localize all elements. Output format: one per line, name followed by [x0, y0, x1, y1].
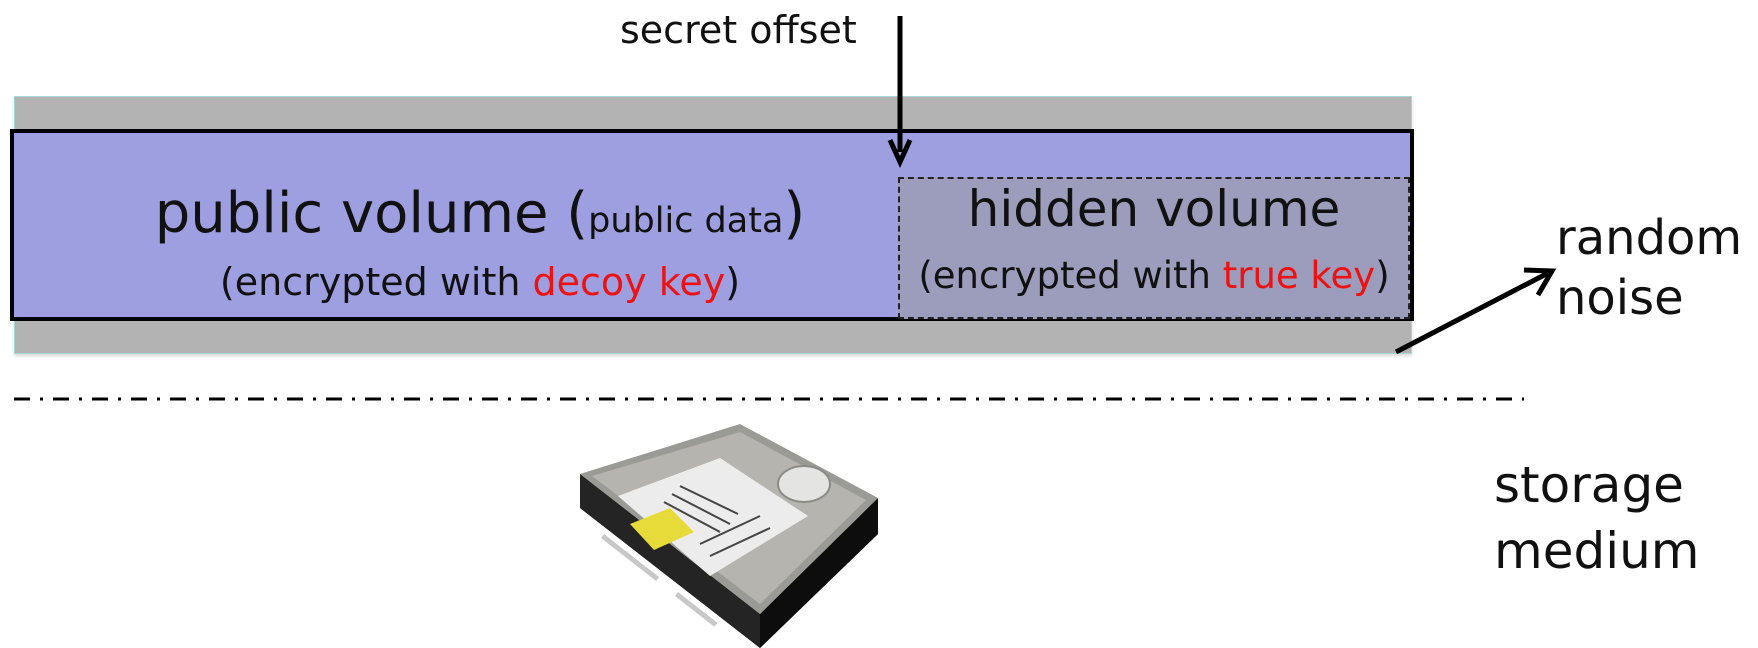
- storage-medium-label-line1: storage: [1494, 456, 1684, 514]
- public-volume-title: public volume (public data): [80, 180, 880, 255]
- true-key-label: true key: [1222, 254, 1376, 297]
- hidden-volume-region: [898, 177, 1410, 319]
- public-volume-subtitle: (encrypted with decoy key): [80, 258, 880, 306]
- hard-disk-drive-icon: [580, 424, 878, 648]
- public-volume-subtitle-prefix: (encrypted with: [219, 260, 533, 304]
- random-noise-label-line1: random: [1556, 210, 1743, 266]
- public-volume-title-close: ): [783, 181, 806, 246]
- public-data-label: public data: [588, 201, 784, 241]
- hidden-volume-subtitle-prefix: (encrypted with: [918, 254, 1223, 297]
- dash-dot-divider: [14, 397, 1524, 401]
- storage-medium-label: storage medium: [1494, 452, 1700, 584]
- public-volume-title-text: public volume (: [154, 181, 589, 246]
- random-noise-arrow: [1394, 267, 1557, 355]
- public-volume-subtitle-suffix: ): [725, 260, 741, 304]
- random-noise-label-line2: noise: [1556, 270, 1684, 326]
- hidden-volume-title: hidden volume: [967, 180, 1341, 238]
- storage-medium-label-line2: medium: [1494, 522, 1700, 580]
- random-noise-label: random noise: [1556, 208, 1742, 328]
- hidden-volume-subtitle-suffix: ): [1375, 254, 1390, 297]
- decoy-key-label: decoy key: [532, 260, 726, 304]
- hidden-volume-subtitle: (encrypted with true key): [898, 253, 1410, 299]
- secret-offset-label: secret offset: [620, 8, 857, 52]
